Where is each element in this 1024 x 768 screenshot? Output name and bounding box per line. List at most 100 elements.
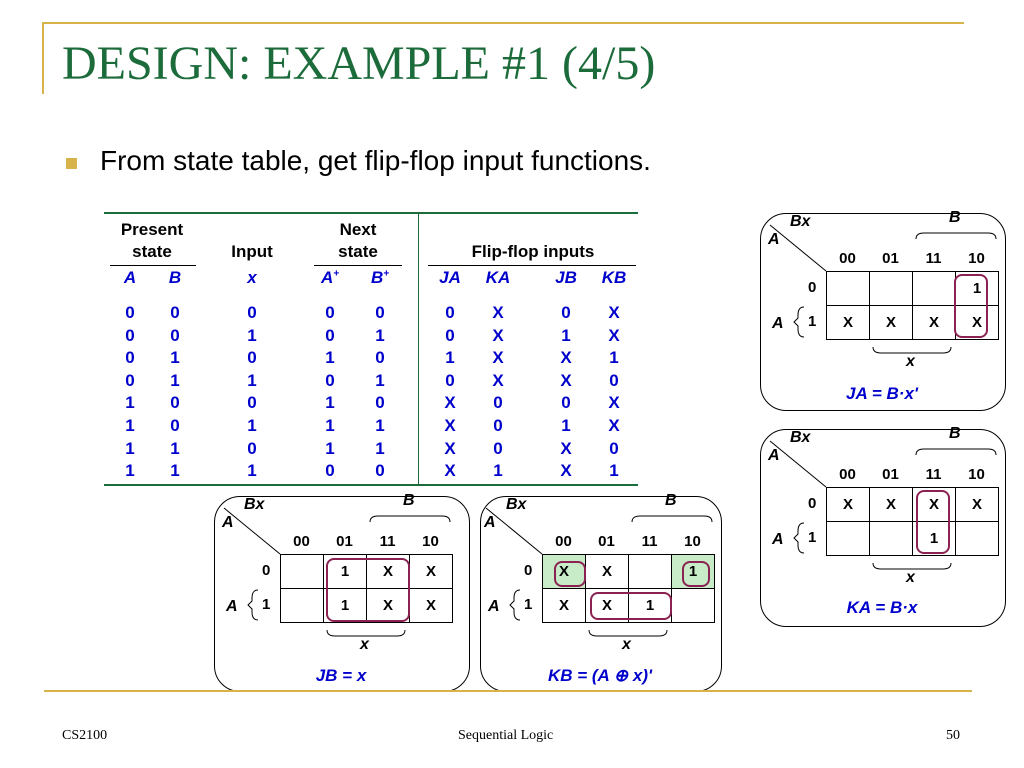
kmap-row-label: 1 — [262, 596, 271, 613]
header-input: Input — [231, 242, 273, 261]
table-cell: 0 — [493, 438, 503, 458]
kmap-cell — [629, 555, 672, 589]
kmap-cell: X — [956, 488, 999, 522]
kmap-cell — [281, 589, 324, 623]
kmap-cell — [956, 522, 999, 556]
table-cell: 1 — [325, 348, 335, 368]
table-cell: X — [608, 416, 620, 435]
kmap-col-label: 11 — [925, 466, 942, 483]
kmap-x-label: x — [906, 569, 915, 586]
table-cell: 1 — [375, 438, 385, 458]
table-cell: X — [444, 461, 456, 481]
kmap-group-loop — [954, 274, 988, 338]
kmap-b-label: B — [949, 425, 961, 442]
kmap-panel-ka — [760, 429, 1006, 627]
table-cell: 0 — [247, 393, 257, 413]
kmap-bx-label: Bx — [506, 496, 527, 513]
table-cell: 1 — [170, 370, 180, 390]
kmap-cell — [870, 522, 913, 556]
table-cell: X — [608, 303, 620, 322]
kmap-row-label: 1 — [524, 596, 533, 613]
table-cell: 0 — [170, 416, 180, 435]
bullet-text: From state table, get flip-flop input fu… — [100, 145, 651, 176]
kmap-cell: X — [913, 488, 956, 522]
table-cell: X — [492, 325, 504, 345]
table-cell: X — [560, 461, 572, 481]
slide-title: DESIGN: EXAMPLE #1 (4/5) — [62, 37, 656, 90]
kmap-row-label: 0 — [808, 279, 817, 296]
kmap-cell: X — [410, 589, 453, 623]
table-cell: 0 — [170, 303, 180, 322]
table-cell: 0 — [493, 393, 503, 413]
kmap-group-loop — [916, 490, 950, 554]
column-header-0: A — [123, 268, 137, 287]
table-cell: 1 — [561, 325, 571, 345]
table-cell: X — [444, 416, 456, 435]
kmap-col-label: 10 — [968, 466, 985, 483]
kmap-panel-jb — [214, 496, 470, 692]
kmap-col-label: 11 — [641, 533, 658, 550]
table-cell: 1 — [493, 461, 503, 481]
kmap-cell: X — [827, 488, 870, 522]
kmap-b-label: B — [949, 209, 961, 226]
table-cell: 1 — [609, 348, 619, 368]
kmap-x-label: x — [906, 353, 915, 370]
kmap-group-loop — [326, 558, 410, 622]
kmap-a-corner-label: A — [484, 514, 496, 531]
kmap-cell — [672, 589, 715, 623]
table-cell: 0 — [247, 303, 257, 322]
table-cell: 0 — [445, 370, 455, 390]
table-cell: 0 — [325, 370, 335, 390]
table-cell: X — [444, 438, 456, 458]
kmap-function-kb: KB = (A ⊕ x)' — [547, 666, 653, 685]
table-cell: 0 — [375, 303, 385, 322]
table-cell: 0 — [325, 303, 335, 322]
kmap-col-label: 00 — [555, 533, 572, 550]
kmap-bx-label: Bx — [790, 429, 811, 446]
table-cell: 1 — [445, 348, 455, 368]
table-cell: 0 — [375, 348, 385, 368]
kmap-row-label: 0 — [808, 495, 817, 512]
kmap-function-jb: JB = x — [315, 666, 367, 685]
table-cell: 1 — [125, 416, 135, 435]
table-cell: X — [444, 393, 456, 413]
kmap-cell — [827, 522, 870, 556]
kmap-col-label: 11 — [925, 250, 942, 267]
table-bottom-rule — [104, 484, 638, 486]
kmap-x-label: x — [360, 636, 369, 653]
table-cell: X — [608, 325, 620, 345]
kmap-a-side-label: A — [772, 315, 784, 332]
footer-course: CS2100 — [62, 728, 108, 743]
kmap-col-label: 00 — [839, 250, 856, 267]
kmap-x-label: x — [622, 636, 631, 653]
ff-underline — [428, 265, 636, 266]
kmap-group-loop — [682, 561, 710, 587]
kmap-cell: X — [586, 589, 629, 623]
header-present-2: state — [132, 242, 172, 261]
kmap-col-label: 10 — [968, 250, 985, 267]
kmap-cell: 1 — [956, 272, 999, 306]
kmap-panel-kb — [480, 496, 722, 692]
kmap-a-side-label: A — [772, 531, 784, 548]
table-cell: 0 — [125, 325, 135, 345]
kmap-col-label: 10 — [422, 533, 439, 550]
table-cell: X — [560, 438, 572, 458]
table-cell: 1 — [375, 370, 385, 390]
kmap-a-corner-label: A — [768, 231, 780, 248]
kmap-cell — [827, 272, 870, 306]
table-cell: X — [560, 348, 572, 368]
table-cell: 0 — [609, 370, 619, 390]
kmap-cell: X — [870, 306, 913, 340]
kmap-row-label: 0 — [262, 562, 271, 579]
kmap-row-label: 0 — [524, 562, 533, 579]
table-divider — [418, 212, 419, 486]
kmap-cell: 1 — [324, 555, 367, 589]
table-cell: 1 — [375, 325, 385, 345]
frame-left-line — [42, 22, 44, 94]
table-cell: 1 — [170, 348, 180, 368]
kmap-group-loop — [554, 561, 586, 587]
column-header-4: B+ — [370, 268, 390, 287]
header-next-2: state — [338, 242, 378, 261]
